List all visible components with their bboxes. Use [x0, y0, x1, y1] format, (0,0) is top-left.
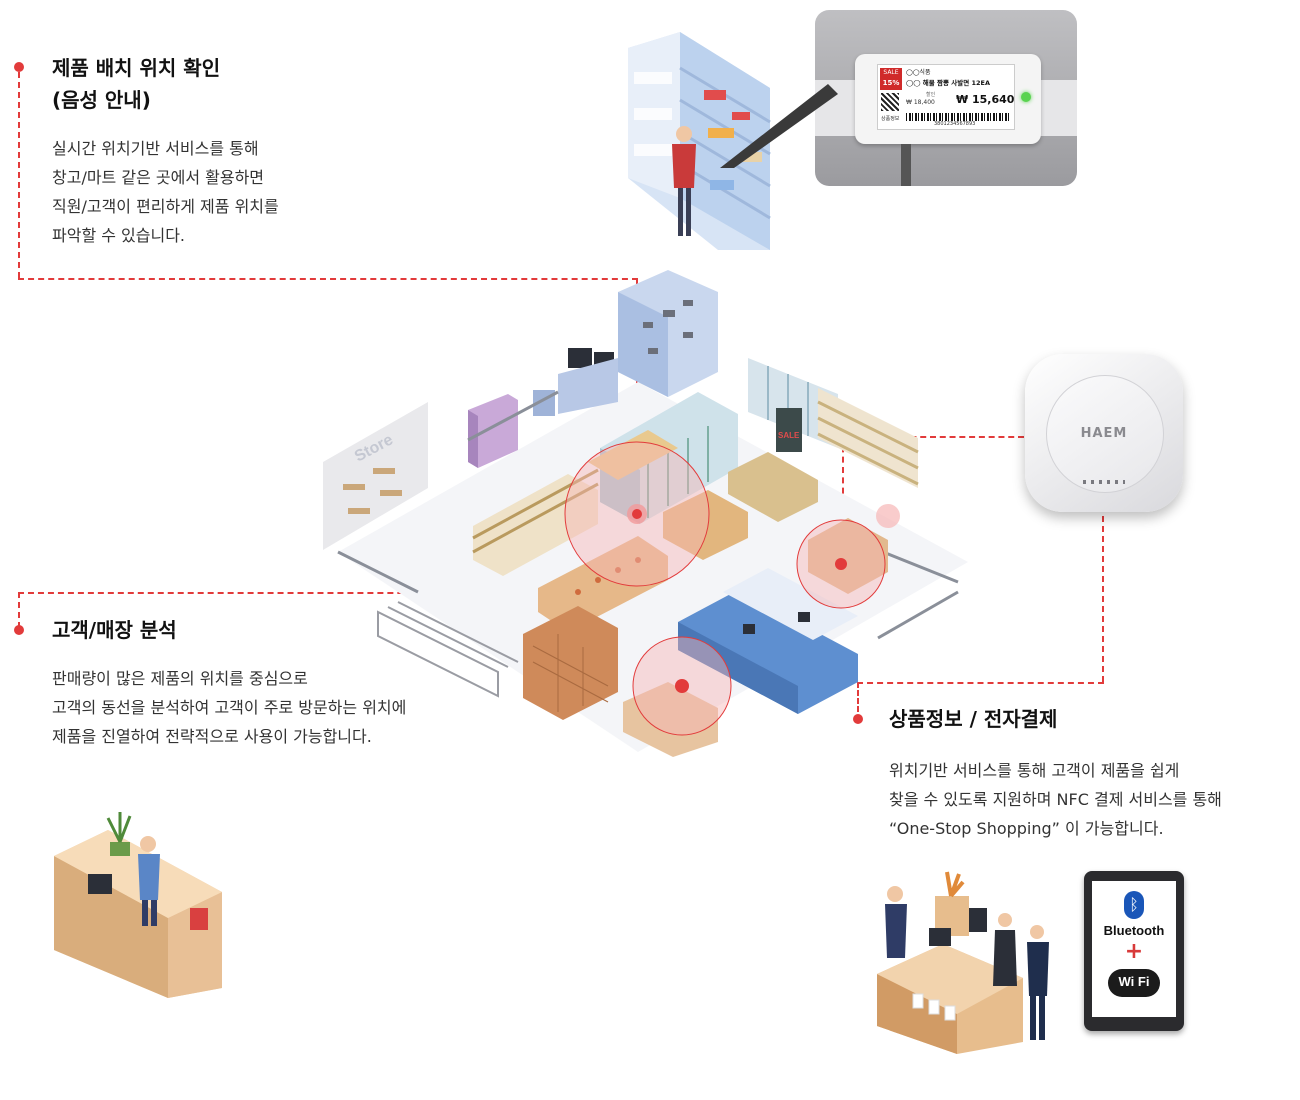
description-line: 창고/마트 같은 곳에서 활용하면 [52, 168, 265, 187]
section-title-line: (음성 안내) [52, 88, 151, 112]
description-line: 실시간 위치기반 서비스를 통해 [52, 139, 259, 158]
description-line: “One-Stop Shopping” 이 가능합니다. [889, 819, 1164, 838]
description-line: 찾을 수 있도록 지원하며 NFC 결제 서비스를 통해 [889, 790, 1222, 809]
qr-code-icon [881, 93, 899, 111]
esl-product-name: ◯◯ 해물 짬뽕 사발면 12EA [906, 79, 990, 87]
connector-line [842, 436, 1024, 438]
description-line: 고객의 동선을 분석하여 고객이 주로 방문하는 위치에 [52, 698, 407, 717]
sale-label: SALE [883, 69, 899, 76]
plus-sign: + [1124, 939, 1144, 964]
section-title-line: 제품 배치 위치 확인 [52, 56, 221, 80]
discount-value: 15% [882, 79, 900, 87]
esl-brand: ◯◯식품 [906, 69, 931, 76]
connector-line [18, 278, 638, 280]
checkout-staff-illustration [877, 871, 1049, 1054]
esl-unit-label: 할인 [926, 92, 936, 98]
esl-new-price: ₩ 15,640 [956, 93, 1015, 106]
tablet-screen: ᛒ Bluetooth + Wi Fi [1092, 881, 1176, 1017]
description-line: 파악할 수 있습니다. [52, 226, 186, 245]
reception-counter-illustration [54, 812, 222, 998]
section-bullet-location [14, 62, 24, 72]
esl-stand [901, 144, 911, 186]
section-description-payment: 위치기반 서비스를 통해 고객이 제품을 쉽게 찾을 수 있도록 지원하며 NF… [889, 756, 1222, 843]
description-line: 판매량이 많은 제품의 위치를 중심으로 [52, 669, 308, 688]
section-title-location: 제품 배치 위치 확인 (음성 안내) [52, 52, 220, 116]
description-line: 직원/고객이 편리하게 제품 위치를 [52, 197, 279, 216]
status-led-icon [1021, 92, 1031, 102]
sale-sign: SALE [778, 431, 800, 440]
connector-line [18, 592, 20, 628]
bluetooth-label: Bluetooth [1103, 923, 1165, 938]
description-line: 제품을 진열하여 전략적으로 사용이 가능합니다. [52, 727, 372, 746]
section-bullet-payment [853, 714, 863, 724]
connector-line [857, 682, 859, 712]
callout-pointer [720, 84, 838, 168]
wifi-logo-icon: Wi Fi [1108, 969, 1160, 997]
section-description-location: 실시간 위치기반 서비스를 통해 창고/마트 같은 곳에서 활용하면 직원/고객… [52, 134, 279, 250]
section-description-analysis: 판매량이 많은 제품의 위치를 중심으로 고객의 동선을 분석하여 고객이 주로… [52, 664, 406, 751]
connector-line [18, 72, 20, 278]
haem-device-top [1046, 375, 1164, 493]
barcode-number: 3801234567893 [934, 121, 976, 127]
haem-device: HAEM [1025, 354, 1183, 512]
connector-line [18, 592, 603, 594]
store-floor-illustration: Store SALE [323, 270, 968, 757]
bluetooth-icon: ᛒ [1124, 891, 1144, 919]
connector-line [1102, 516, 1104, 682]
indicator-leds-icon [1083, 480, 1125, 484]
esl-screen: SALE 15% ◯◯식품 ◯◯ 해물 짬뽕 사발면 12EA 할인 ₩ 18,… [877, 64, 1015, 130]
connector-line [857, 682, 1104, 684]
esl-photo: SALE 15% ◯◯식품 ◯◯ 해물 짬뽕 사발면 12EA 할인 ₩ 18,… [815, 10, 1077, 186]
wifi-label: Wi Fi [1118, 974, 1150, 989]
esl-old-price: ₩ 18,400 [906, 99, 935, 106]
shelf-shopper-illustration [628, 32, 771, 250]
section-title-payment: 상품정보 / 전자결제 [889, 707, 1058, 731]
sale-badge: SALE 15% [880, 68, 902, 90]
esl-side-label: 상품정보 [881, 116, 900, 122]
description-line: 위치기반 서비스를 통해 고객이 제품을 쉽게 [889, 761, 1180, 780]
section-title-analysis: 고객/매장 분석 [52, 618, 177, 642]
haem-logo: HAEM [1080, 426, 1128, 441]
tablet-device: ᛒ Bluetooth + Wi Fi [1084, 871, 1184, 1031]
barcode-icon [906, 113, 1010, 121]
section-bullet-analysis [14, 625, 24, 635]
esl-device: SALE 15% ◯◯식품 ◯◯ 해물 짬뽕 사발면 12EA 할인 ₩ 18,… [855, 54, 1041, 144]
